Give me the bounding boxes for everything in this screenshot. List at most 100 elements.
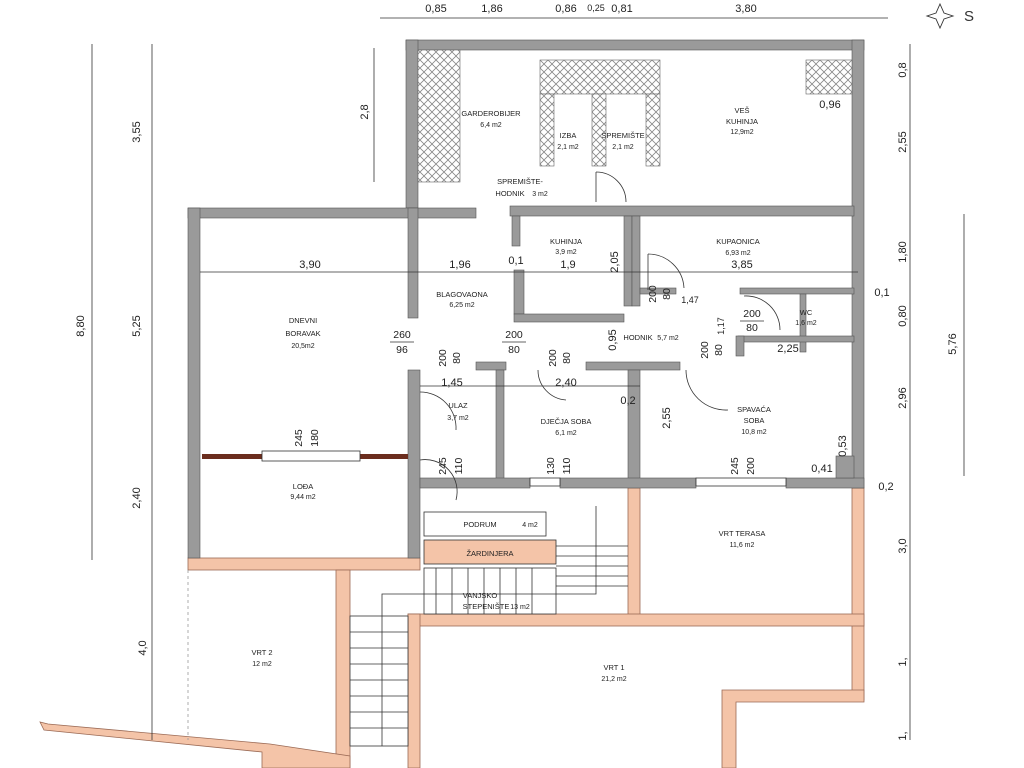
dim-top: 0,86 bbox=[555, 3, 576, 15]
terrace-bottom-wall bbox=[407, 613, 865, 627]
dim-inner: 0,1 bbox=[508, 255, 523, 267]
room-boravak-area: 20,5m2 bbox=[291, 343, 314, 350]
room-vanjsko-name: VANJSKO bbox=[463, 591, 498, 600]
dim-right: 1, bbox=[897, 731, 909, 740]
room-podrum-name: PODRUM bbox=[463, 520, 496, 529]
door-label: 260 bbox=[393, 329, 411, 341]
room-spremiste-area: 2,1 m2 bbox=[612, 144, 634, 151]
stairs bbox=[349, 506, 628, 747]
dim-inner: 1,9 bbox=[560, 259, 575, 271]
room-blagovaona-name: BLAGOVAONA bbox=[436, 290, 488, 299]
room-lodja-name: LOĐA bbox=[293, 482, 313, 491]
room-ulaz-name: ULAZ bbox=[448, 401, 468, 410]
door-label: 80 bbox=[508, 344, 520, 356]
room-podrum-area: 4 m2 bbox=[522, 522, 538, 529]
dim-right: 0,80 bbox=[897, 305, 909, 326]
room-ulaz-area: 3,7 m2 bbox=[447, 415, 469, 422]
door-label: 80 bbox=[746, 322, 758, 334]
terrace-right-wall bbox=[851, 487, 865, 701]
dim-left: 8,80 bbox=[75, 315, 87, 336]
door-label: 200 bbox=[547, 349, 559, 367]
room-izba-area: 2,1 m2 bbox=[557, 144, 579, 151]
room-boravak-name: BORAVAK bbox=[285, 329, 320, 338]
door-label: 130 bbox=[545, 457, 557, 475]
room-garderobijer-name: GARDEROBIJER bbox=[461, 109, 521, 118]
stair-left-wall bbox=[335, 569, 351, 768]
room-ves-kuhinja-area: 12,9m2 bbox=[730, 129, 753, 136]
door-label: 245 bbox=[437, 457, 449, 475]
vrt2-fence bbox=[39, 721, 351, 768]
dim-top: 0,85 bbox=[425, 3, 446, 15]
room-vrt-terasa-name: VRT TERASA bbox=[719, 529, 766, 538]
dim-right: 0,2 bbox=[878, 481, 893, 493]
terrace-left-wall bbox=[627, 487, 641, 617]
vrt1-bottom-step bbox=[721, 689, 865, 768]
room-spavaca-soba-name: SOBA bbox=[744, 416, 765, 425]
dim-inner: 0,96 bbox=[819, 99, 840, 111]
room-vrt2-area: 12 m2 bbox=[252, 661, 272, 668]
room-vrt1-name: VRT 1 bbox=[604, 663, 625, 672]
room-kuhinja-area: 3,9 m2 bbox=[555, 249, 577, 256]
dim-top: 3,80 bbox=[735, 3, 756, 15]
dim-inner: 0,41 bbox=[811, 463, 832, 475]
room-garderobijer-area: 6,4 m2 bbox=[480, 122, 502, 129]
dim-top: 1,86 bbox=[481, 3, 502, 15]
dim-right: 1, bbox=[897, 657, 909, 666]
room-hodnik-area: 5,7 m2 bbox=[657, 335, 679, 342]
dim-left: 2,8 bbox=[359, 104, 371, 119]
room-izba-name: IZBA bbox=[560, 131, 577, 140]
door-label: 110 bbox=[561, 457, 573, 474]
room-kuhinja-name: KUHINJA bbox=[550, 237, 582, 246]
door-label: 200 bbox=[699, 341, 711, 359]
dim-top: 0,25 bbox=[587, 3, 605, 13]
door-label: 200 bbox=[647, 285, 659, 303]
door-label: 245 bbox=[293, 429, 305, 447]
room-kupaonica-name: KUPAONICA bbox=[716, 237, 760, 246]
door-label: 245 bbox=[729, 457, 741, 475]
dim-right: 0,8 bbox=[897, 62, 909, 77]
door-label: 200 bbox=[437, 349, 449, 367]
compass-star-icon bbox=[925, 2, 955, 30]
dim-left: 4,0 bbox=[137, 640, 149, 655]
room-ves-name: VEŠ bbox=[734, 106, 749, 115]
terrace-strip bbox=[187, 557, 421, 571]
room-wc-area: 1,6 m2 bbox=[795, 320, 817, 327]
dim-inner: 1,96 bbox=[449, 259, 470, 271]
door-label: 80 bbox=[661, 288, 673, 300]
dim-inner: 1,17 bbox=[716, 317, 726, 335]
door-label: 80 bbox=[561, 352, 573, 364]
room-hodnik-name: HODNIK bbox=[623, 333, 652, 342]
dim-right: 3,0 bbox=[897, 538, 909, 553]
room-ves-kuhinja-name: KUHINJA bbox=[726, 117, 758, 126]
room-zardinjera-name: ŽARDINJERA bbox=[466, 549, 513, 558]
dimension-texts: 0,85 1,86 0,86 0,25 0,81 3,80 3,55 5,25 … bbox=[75, 3, 959, 741]
door-label: 80 bbox=[713, 344, 725, 356]
room-stepeniste-area: 13 m2 bbox=[510, 604, 530, 611]
dim-left: 3,55 bbox=[131, 121, 143, 142]
door-label: 110 bbox=[453, 457, 465, 474]
dim-inner: 3,90 bbox=[299, 259, 320, 271]
door-label: 200 bbox=[743, 308, 761, 320]
dim-inner: 1,47 bbox=[681, 295, 699, 305]
room-lodja-area: 9,44 m2 bbox=[290, 494, 315, 501]
door-swings bbox=[419, 171, 781, 501]
room-kupaonica-area: 6,93 m2 bbox=[725, 250, 750, 257]
hatched-storage bbox=[417, 49, 853, 183]
room-vrt1-area: 21,2 m2 bbox=[601, 676, 626, 683]
room-stepeniste-name: STEPENIŠTE bbox=[463, 602, 510, 611]
dim-inner: 0,2 bbox=[620, 395, 635, 407]
dim-right: 2,96 bbox=[897, 387, 909, 408]
door-label: 200 bbox=[505, 329, 523, 341]
dim-left: 2,40 bbox=[131, 487, 143, 508]
compass-letter: S bbox=[964, 8, 974, 25]
dim-right: 1,80 bbox=[897, 241, 909, 262]
room-wc-name: WC bbox=[800, 308, 813, 317]
dim-right: 0,1 bbox=[874, 287, 889, 299]
compass: S bbox=[925, 2, 974, 30]
windows bbox=[202, 450, 787, 487]
room-djecja-name: DJEČJA SOBA bbox=[541, 417, 592, 426]
room-spremiste-hodnik-name: SPREMIŠTE- bbox=[497, 177, 543, 186]
room-spremiste-hodnik-name2: HODNIK bbox=[495, 189, 524, 198]
dim-inner: 2,05 bbox=[609, 251, 621, 272]
door-label: 200 bbox=[745, 457, 757, 475]
